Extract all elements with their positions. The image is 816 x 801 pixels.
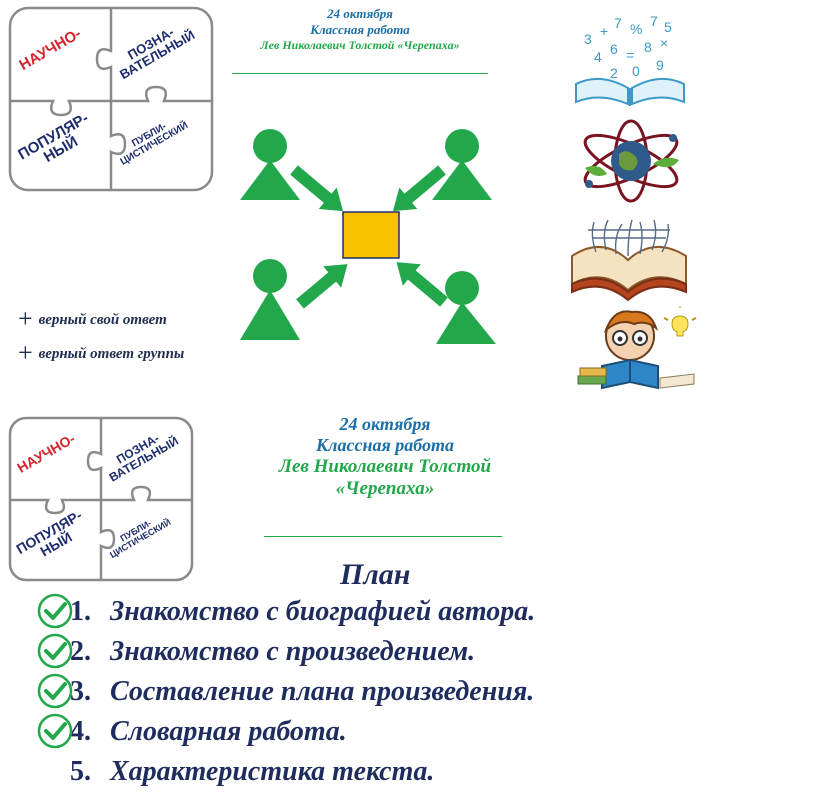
group-diagram: [240, 129, 496, 344]
puzzle-bottom: НАУЧНО- ПОЗНА-ВАТЕЛЬНЫЙ ПОПУЛЯР-НЫЙ ПУБЛ…: [8, 416, 194, 582]
plan-item-text: Словарная работа.: [110, 716, 347, 747]
person-top-left-icon: [240, 129, 300, 200]
header-bottom-title: «Черепаха»: [335, 478, 435, 499]
arrow-bottom-left-icon: [296, 264, 348, 309]
open-book-numbers-icon: 3 + 7 % 7 5 4 6 = 8 × 2 0 9: [575, 14, 685, 106]
check-circle-icon: [37, 713, 73, 749]
check-circle-icon: [37, 593, 73, 629]
plus-icon: +: [18, 304, 33, 333]
plan-title: План: [340, 558, 411, 591]
svg-text:3: 3: [584, 31, 592, 47]
legend-label: верный ответ группы: [38, 346, 185, 362]
header-bottom-work: Классная работа: [316, 435, 454, 455]
header-top-underline: [232, 73, 488, 74]
svg-text:=: =: [626, 47, 634, 63]
puzzle-outline: [8, 6, 214, 192]
header-bottom-author: Лев Николаевич Толстой: [278, 456, 492, 477]
center-square: [342, 211, 400, 259]
arrow-top-right-icon: [392, 165, 446, 212]
svg-text:2: 2: [610, 65, 618, 81]
atom-globe-icon: [583, 119, 679, 203]
reading-boy-icon: [577, 306, 697, 390]
plus-icon: +: [18, 338, 33, 367]
svg-text:4: 4: [594, 49, 602, 65]
plan-item-number: 3.: [70, 676, 91, 707]
svg-text:%: %: [630, 21, 642, 37]
svg-text:+: +: [600, 23, 608, 39]
header-top: 24 октября Классная работа Лев Николаеви…: [230, 6, 490, 53]
svg-text:8: 8: [644, 39, 652, 55]
svg-text:0: 0: [632, 63, 640, 79]
svg-text:7: 7: [614, 15, 622, 31]
plan-item-text: Знакомство с произведением.: [110, 636, 476, 667]
puzzle-outline: [8, 416, 194, 582]
plan-item: 1. Знакомство с биографией автора.: [70, 596, 535, 628]
plan-item: 5. Характеристика текста.: [70, 756, 434, 788]
plan-item-number: 5.: [70, 756, 91, 787]
header-bottom-underline: [264, 536, 502, 537]
plan-item: 2. Знакомство с произведением.: [70, 636, 475, 668]
plan-item-number: 4.: [70, 716, 91, 747]
legend-label: верный свой ответ: [38, 312, 167, 328]
check-circle-icon: [37, 673, 73, 709]
person-top-right-icon: [432, 129, 492, 200]
svg-text:6: 6: [610, 41, 618, 57]
svg-text:×: ×: [660, 35, 668, 51]
header-top-work: Классная работа: [310, 22, 410, 37]
plan-item: 3. Составление плана произведения.: [70, 676, 534, 708]
plan-item: 4. Словарная работа.: [70, 716, 347, 748]
plan-item-text: Знакомство с биографией автора.: [110, 596, 536, 627]
legend-group-answer: + верный ответ группы: [18, 338, 184, 368]
plan-item-text: Составление плана произведения.: [110, 676, 535, 707]
open-book-old-icon: [571, 219, 687, 302]
plan-item-text: Характеристика текста.: [110, 756, 435, 787]
header-top-title: Лев Николаевич Толстой «Черепаха»: [260, 38, 460, 52]
puzzle-top: НАУЧНО- ПОЗНА-ВАТЕЛЬНЫЙ ПОПУЛЯР-НЫЙ ПУБЛ…: [8, 6, 214, 192]
header-bottom: 24 октября Классная работа Лев Николаеви…: [230, 414, 540, 500]
header-bottom-date: 24 октября: [339, 414, 431, 434]
arrow-bottom-right-icon: [396, 262, 448, 307]
check-circle-icon: [37, 633, 73, 669]
header-top-date: 24 октября: [327, 6, 393, 21]
plan-item-number: 1.: [70, 596, 91, 627]
svg-text:5: 5: [664, 19, 672, 35]
arrow-top-left-icon: [290, 165, 344, 212]
person-bottom-right-icon: [436, 271, 496, 344]
person-bottom-left-icon: [240, 259, 300, 340]
legend-own-answer: + верный свой ответ: [18, 304, 167, 334]
svg-text:7: 7: [650, 14, 658, 29]
plan-item-number: 2.: [70, 636, 91, 667]
svg-text:9: 9: [656, 57, 664, 73]
